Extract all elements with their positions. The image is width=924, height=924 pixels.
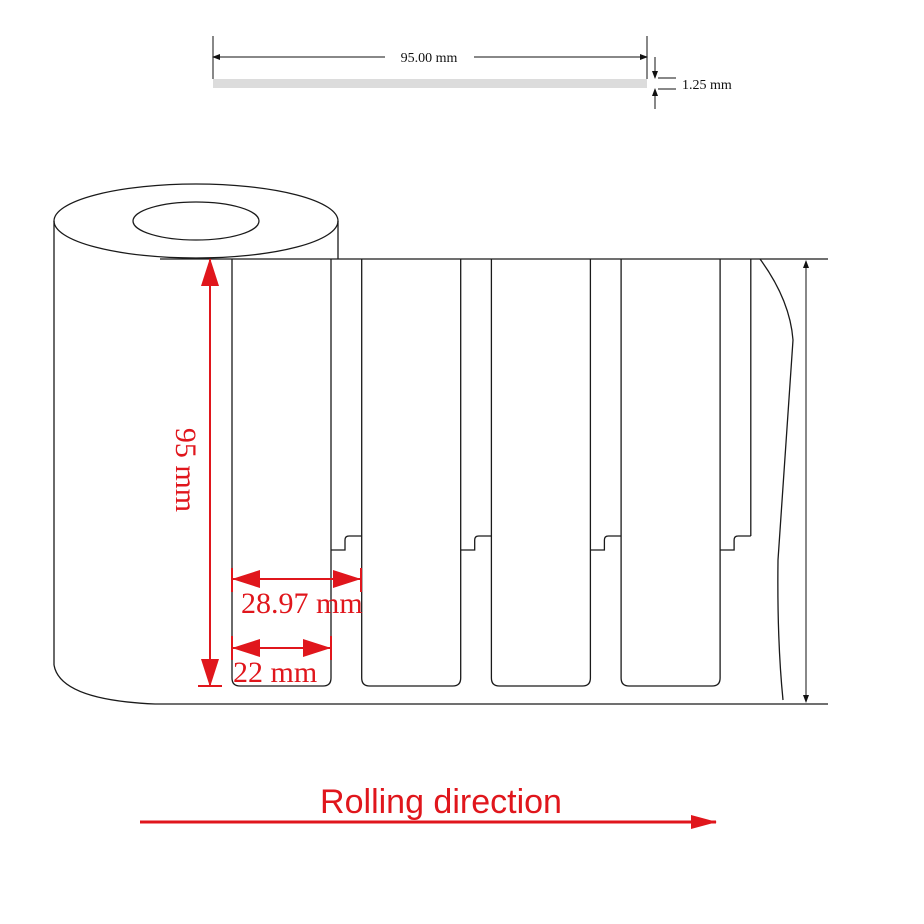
roll-bottom <box>53 664 828 705</box>
label-gap-notch <box>590 535 622 551</box>
label-gap-notch <box>331 535 362 551</box>
pitch-label: 28.97 mm <box>241 587 363 620</box>
label-strip <box>213 79 647 88</box>
red-dimensions: 95 mm 28.97 mm 22 mm <box>169 258 363 689</box>
roll-top <box>53 183 339 259</box>
thickness-view: 95.00 mm 1.25 mm <box>212 36 732 109</box>
label-width-label: 22 mm <box>233 656 317 689</box>
web-curl <box>759 258 794 701</box>
roll <box>53 183 828 705</box>
label-gap-notch <box>720 535 751 551</box>
label <box>490 259 592 687</box>
roll-core <box>132 201 260 241</box>
label-gap-notch <box>460 535 492 551</box>
length-label: 95.00 mm <box>401 51 458 66</box>
label <box>361 259 462 687</box>
height-label: 95 mm <box>169 428 202 512</box>
label <box>620 259 721 687</box>
thickness-label: 1.25 mm <box>682 78 732 93</box>
label <box>231 259 332 687</box>
rolling-direction-label: Rolling direction <box>320 783 562 821</box>
labels <box>231 259 752 687</box>
